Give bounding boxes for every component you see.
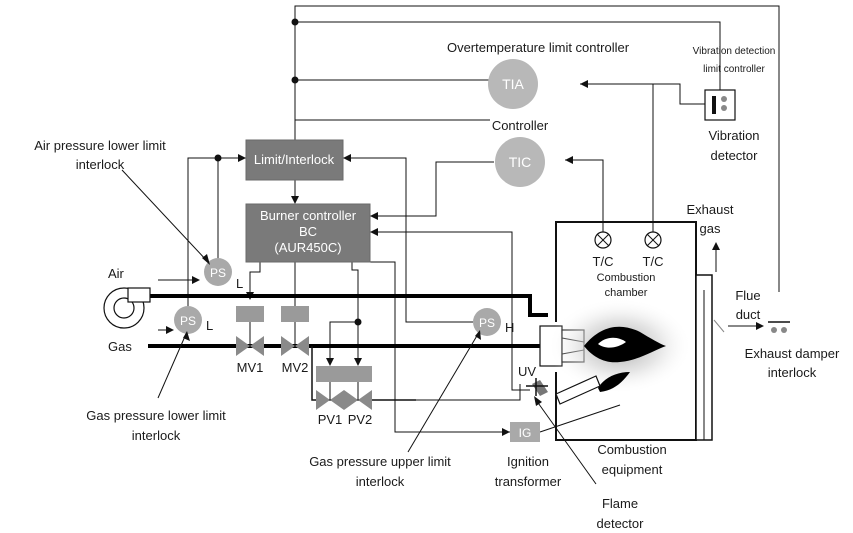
flame-icon [584, 326, 666, 363]
air-pressure-label-1: Air pressure lower limit [34, 138, 166, 153]
blower-icon [103, 287, 151, 329]
thermocouple-controller-icon [594, 231, 612, 249]
pv2-label: PV2 [348, 412, 373, 427]
mv1-label: MV1 [237, 360, 264, 375]
ignition-transformer-box [510, 422, 540, 442]
air-pressure-label-2: interlock [76, 157, 125, 172]
input-arrows [158, 276, 200, 334]
vibration-detector-label-2: detector [711, 148, 759, 163]
exhaust-gas-label-2: gas [700, 221, 721, 236]
gas-pressure-lower-switch [174, 306, 202, 334]
tic-label: TIC [509, 154, 532, 170]
gas-pressure-upper-switch [473, 308, 501, 336]
vibration-controller-label-2: limit controller [703, 64, 765, 75]
pv1-label: PV1 [318, 412, 343, 427]
tic-controller [495, 137, 545, 187]
flame-detector-label-1: Flame [602, 496, 638, 511]
burner-controller-box [245, 203, 371, 263]
air-label: Air [108, 266, 125, 281]
pilot-flame-icon [598, 372, 630, 392]
combustion-chamber-label-2: chamber [605, 287, 648, 299]
ig-label: IG [519, 426, 532, 440]
ignition-transformer-label-1: Ignition [507, 454, 549, 469]
flame-detector-label-2: detector [597, 516, 645, 531]
gas-pressure-lower-label-1: Gas pressure lower limit [86, 408, 226, 423]
combustion-equipment-label-1: Combustion [597, 442, 666, 457]
ignition-transformer-label-2: transformer [495, 474, 562, 489]
gas-upper-ps-h: H [505, 320, 514, 335]
exhaust-damper-label-2: interlock [768, 365, 817, 380]
exhaust-damper-icon [768, 321, 790, 333]
air-pressure-switch [204, 258, 232, 286]
thermocouple-overtemp-icon [644, 231, 662, 249]
tc-controller-label: T/C [593, 254, 614, 269]
gas-label: Gas [108, 339, 132, 354]
tia-controller [488, 59, 538, 109]
gas-pressure-upper-label-2: interlock [356, 474, 405, 489]
overtemp-controller-label: Overtemperature limit controller [447, 40, 630, 55]
flue-duct-label-1: Flue [735, 288, 760, 303]
burner-controller-label: Burner controller [260, 208, 357, 223]
gas-pressure-lower-label-2: interlock [132, 428, 181, 443]
exhaust-gas-label-1: Exhaust [687, 202, 734, 217]
exhaust-damper-label-1: Exhaust damper [745, 346, 840, 361]
mv2-label: MV2 [282, 360, 309, 375]
gas-upper-ps-label: PS [479, 316, 495, 330]
tia-label: TIA [502, 76, 524, 92]
tc-overtemp-label: T/C [643, 254, 664, 269]
valve-mv2 [281, 306, 309, 356]
vibration-controller-label-1: Vibration detection [693, 46, 776, 57]
controller-label: Controller [492, 118, 549, 133]
flame-detector-icon [526, 375, 601, 405]
valve-pv1 [316, 366, 344, 410]
flue-duct-label-2: duct [736, 307, 761, 322]
valve-mv1 [236, 306, 264, 356]
uv-label: UV [518, 364, 536, 379]
gas-lower-ps-l: L [206, 318, 213, 333]
pipes [148, 294, 548, 401]
vibration-detector-label-1: Vibration [708, 128, 759, 143]
burner-controller-bc: BC [299, 224, 317, 239]
vibration-detector-icon [704, 89, 736, 121]
limit-interlock-box [245, 139, 344, 181]
burner-controller-model: (AUR450C) [274, 240, 341, 255]
limit-interlock-label: Limit/Interlock [254, 152, 335, 167]
valve-pv2 [344, 366, 372, 410]
gas-pressure-upper-label-1: Gas pressure upper limit [309, 454, 451, 469]
combustion-equipment-label-2: equipment [602, 462, 663, 477]
gas-lower-ps-label: PS [180, 314, 196, 328]
air-ps-l: L [236, 276, 243, 291]
callout-lines [121, 169, 597, 485]
combustion-chamber-label-1: Combustion [597, 272, 656, 284]
signal-wires [187, 5, 780, 433]
air-ps-label: PS [210, 266, 226, 280]
